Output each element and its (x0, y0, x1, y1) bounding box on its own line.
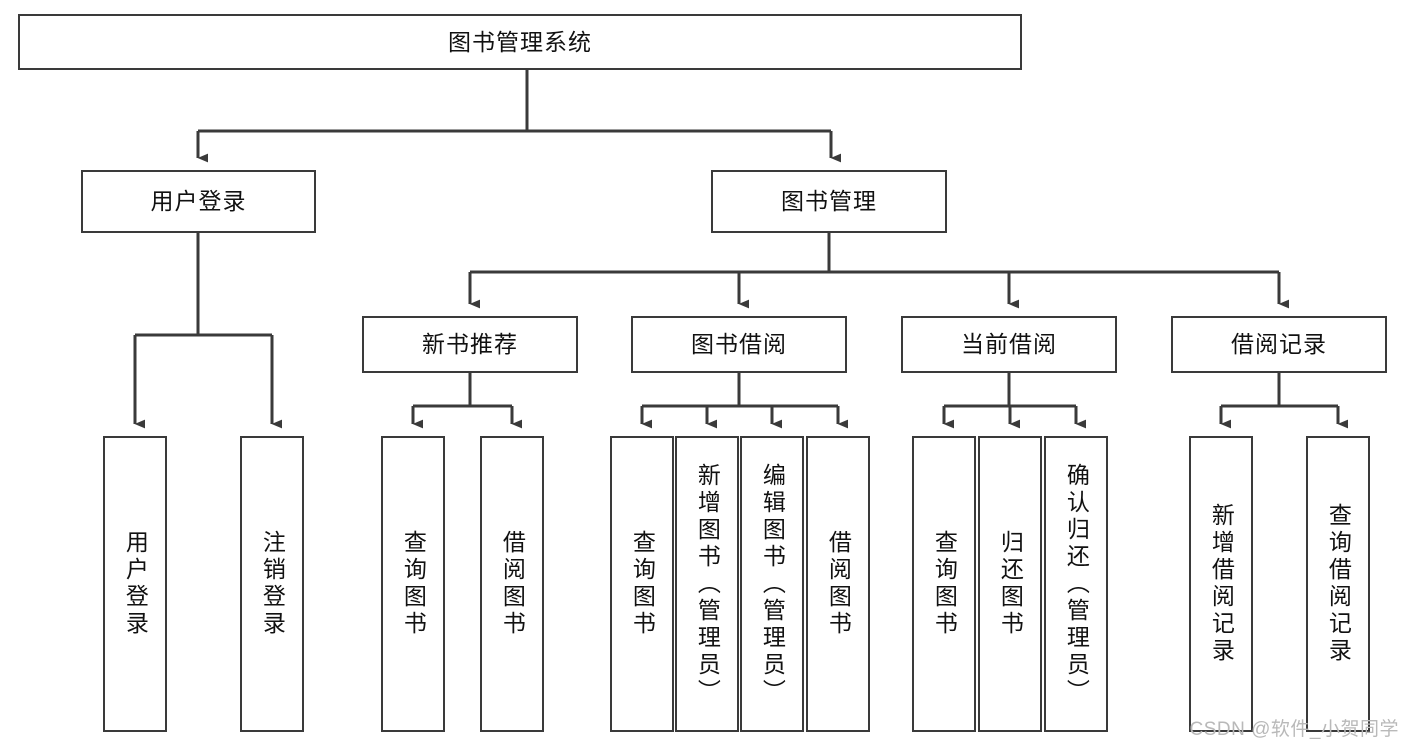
leaf-label: 新增图书（管理员） (694, 462, 721, 706)
node-current-borrow[interactable]: 当前借阅 (901, 316, 1117, 373)
leaf-label: 借阅图书 (499, 530, 526, 638)
leaf-label: 确认归还（管理员） (1063, 462, 1090, 706)
leaf-borrow-query-book[interactable]: 查询图书 (610, 436, 674, 732)
leaf-label: 查询图书 (629, 530, 656, 638)
leaf-label: 归还图书 (997, 530, 1024, 638)
node-book-borrow-label: 图书借阅 (691, 331, 787, 358)
leaf-label: 查询图书 (931, 530, 958, 638)
leaf-current-confirm-return[interactable]: 确认归还（管理员） (1044, 436, 1108, 732)
node-book-management[interactable]: 图书管理 (711, 170, 947, 233)
leaf-new-book-query[interactable]: 查询图书 (381, 436, 445, 732)
node-borrow-record[interactable]: 借阅记录 (1171, 316, 1387, 373)
leaf-label: 用户登录 (122, 530, 149, 638)
leaf-label: 注销登录 (259, 530, 286, 638)
leaf-record-add[interactable]: 新增借阅记录 (1189, 436, 1253, 732)
leaf-user-login-logout[interactable]: 注销登录 (240, 436, 304, 732)
leaf-borrow-borrow-book[interactable]: 借阅图书 (806, 436, 870, 732)
watermark: CSDN @软件_小贺同学 (1189, 719, 1399, 740)
node-new-book-recommend-label: 新书推荐 (422, 331, 518, 358)
node-new-book-recommend[interactable]: 新书推荐 (362, 316, 578, 373)
leaf-label: 查询借阅记录 (1325, 503, 1352, 665)
node-borrow-record-label: 借阅记录 (1231, 331, 1327, 358)
leaf-label: 新增借阅记录 (1208, 503, 1235, 665)
leaf-label: 查询图书 (400, 530, 427, 638)
leaf-current-return-book[interactable]: 归还图书 (978, 436, 1042, 732)
node-user-login[interactable]: 用户登录 (81, 170, 316, 233)
node-root-label: 图书管理系统 (448, 28, 592, 55)
node-current-borrow-label: 当前借阅 (961, 331, 1057, 358)
node-root[interactable]: 图书管理系统 (18, 14, 1022, 70)
node-book-management-label: 图书管理 (781, 188, 877, 215)
leaf-record-query[interactable]: 查询借阅记录 (1306, 436, 1370, 732)
node-book-borrow[interactable]: 图书借阅 (631, 316, 847, 373)
leaf-user-login-login[interactable]: 用户登录 (103, 436, 167, 732)
leaf-current-query-book[interactable]: 查询图书 (912, 436, 976, 732)
leaf-borrow-edit-book[interactable]: 编辑图书（管理员） (740, 436, 804, 732)
leaf-new-book-borrow[interactable]: 借阅图书 (480, 436, 544, 732)
node-user-login-label: 用户登录 (150, 188, 247, 215)
leaf-borrow-add-book[interactable]: 新增图书（管理员） (675, 436, 739, 732)
leaf-label: 借阅图书 (825, 530, 852, 638)
leaf-label: 编辑图书（管理员） (759, 462, 786, 706)
